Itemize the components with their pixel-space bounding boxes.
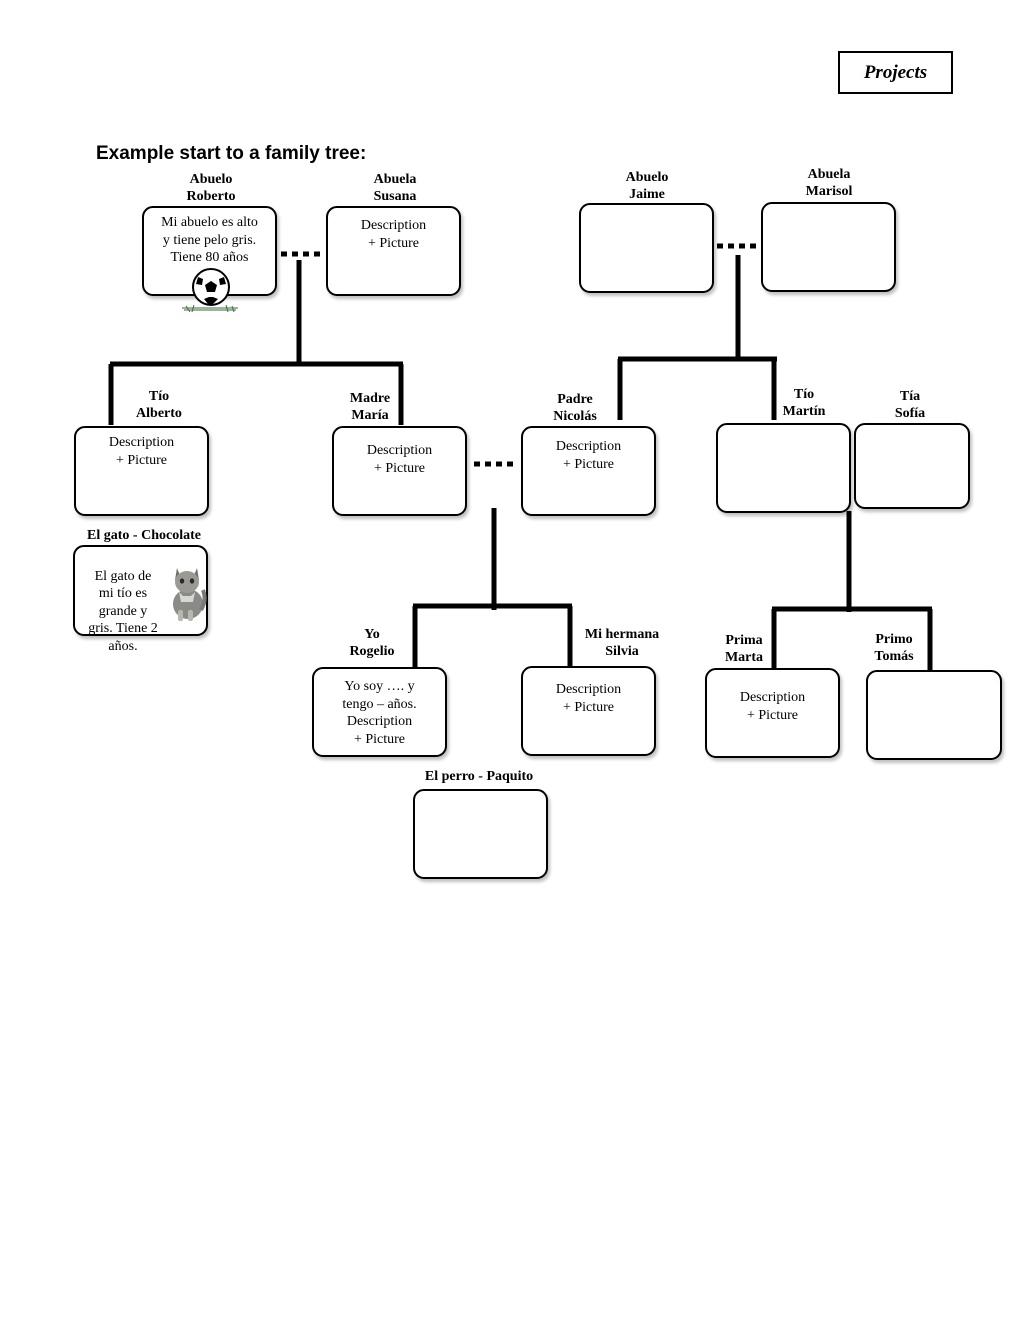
box-abuela-susana[interactable]: Description + Picture (326, 206, 461, 296)
label-padre-nicolas: Padre Nicolás (553, 392, 597, 424)
box-padre-nicolas[interactable]: Description + Picture (521, 426, 656, 516)
label-tia-sofia: Tía Sofía (894, 389, 926, 421)
gato-description: El gato de mi tío es grande y gris. Tien… (88, 568, 158, 654)
box-abuelo-jaime[interactable] (579, 203, 714, 293)
box-hermana-silvia[interactable]: Description + Picture (521, 666, 656, 756)
label-abuela-marisol: Abuela Marisol (805, 167, 853, 199)
label-madre-maria: Madre María (349, 391, 391, 423)
box-tio-alberto[interactable]: Description + Picture (74, 426, 209, 516)
label-perro: El perro - Paquito (424, 769, 534, 784)
label-tio-alberto: Tío Alberto (136, 389, 182, 421)
label-abuela-susana: Abuela Susana (373, 172, 417, 204)
label-prima-marta: Prima Marta (724, 633, 764, 665)
box-primo-tomas[interactable] (866, 670, 1002, 760)
soccer-ball-icon (180, 266, 240, 319)
box-tio-martin[interactable] (716, 423, 851, 513)
box-abuela-marisol[interactable] (761, 202, 896, 292)
label-abuelo-roberto: Abuelo Roberto (186, 172, 236, 204)
box-perro[interactable] (413, 789, 548, 879)
box-madre-maria[interactable]: Description + Picture (332, 426, 467, 516)
label-abuelo-jaime: Abuelo Jaime (625, 170, 669, 202)
label-tio-martin: Tío Martín (782, 387, 826, 419)
label-yo-rogelio: Yo Rogelio (349, 627, 395, 659)
box-prima-marta[interactable]: Description + Picture (705, 668, 840, 758)
label-gato: El gato - Chocolate (87, 528, 201, 543)
box-yo-rogelio[interactable]: Yo soy …. y tengo – años. Description + … (312, 667, 447, 757)
kitten-icon (163, 560, 209, 627)
box-tia-sofia[interactable] (854, 423, 970, 509)
label-hermana-silvia: Mi hermana Silvia (584, 627, 660, 659)
projects-badge: Projects (838, 51, 953, 94)
page-title: Example start to a family tree: (96, 143, 367, 164)
label-primo-tomas: Primo Tomás (874, 632, 914, 664)
